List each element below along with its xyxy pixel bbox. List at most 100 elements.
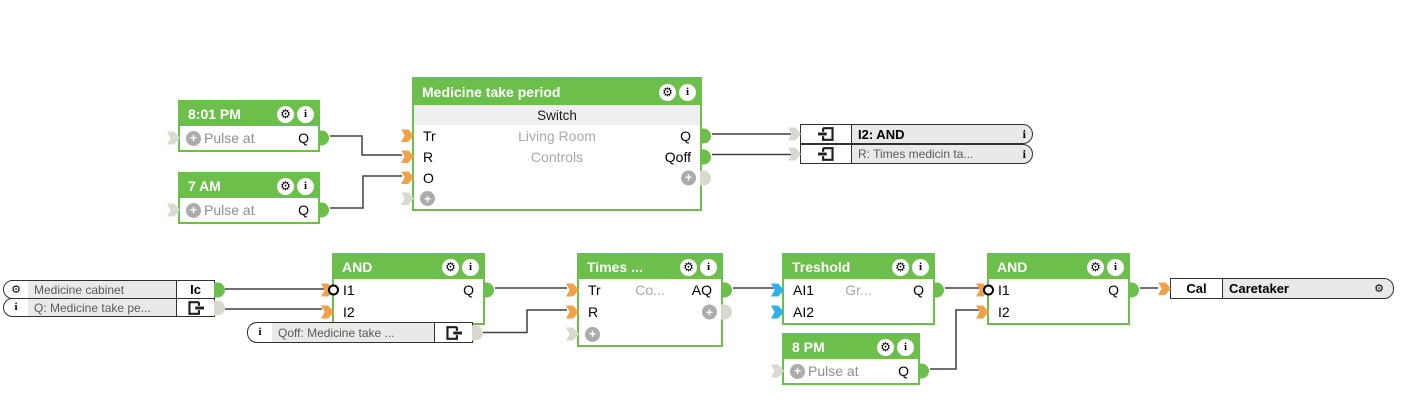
plus-icon[interactable]: + <box>186 202 201 218</box>
output-connector-unused[interactable] <box>700 170 711 185</box>
output-connector[interactable] <box>318 130 329 146</box>
info-icon[interactable]: i <box>297 105 314 123</box>
block-timer-8pm[interactable]: 8 PM ⚙ i + Pulse at Q <box>771 333 929 385</box>
input-connector-o[interactable] <box>401 171 414 184</box>
gear-icon[interactable]: ⚙ <box>1087 258 1104 276</box>
block-header[interactable]: Treshold ⚙ i <box>784 255 933 279</box>
info-icon[interactable]: i <box>462 258 479 276</box>
gear-icon[interactable]: ⚙ <box>277 177 294 195</box>
ref-caretaker[interactable]: Cal Caretaker ⚙ <box>1158 278 1394 299</box>
wire[interactable] <box>330 175 402 209</box>
input-connector[interactable] <box>167 203 180 217</box>
block-times[interactable]: Times ... ⚙ i Tr Co... AQ R + + <box>566 253 732 347</box>
ref-qoff-medicine-take[interactable]: i Qoff: Medicine take ... <box>247 322 483 343</box>
input-connector-r[interactable] <box>566 305 579 319</box>
block-title: 7 AM <box>188 178 221 194</box>
input-connector-ai2[interactable] <box>771 305 784 319</box>
inverted-input-marker[interactable] <box>983 284 994 296</box>
input-connector[interactable] <box>167 131 180 145</box>
wire[interactable] <box>483 309 567 334</box>
output-connector[interactable] <box>214 282 225 297</box>
block-header[interactable]: Times ... ⚙ i <box>579 255 721 279</box>
output-ref-icon <box>176 299 214 316</box>
input-connector-r[interactable] <box>401 150 414 163</box>
input-connector[interactable] <box>788 147 801 161</box>
block-medicine-take-period[interactable]: Medicine take period ⚙ i Switch Tr Livin… <box>401 77 711 211</box>
block-header[interactable]: 7 AM ⚙ i <box>180 174 318 198</box>
info-icon[interactable]: i <box>258 326 262 338</box>
output-ref-icon <box>434 323 472 342</box>
info-icon[interactable]: i <box>1022 126 1026 141</box>
input-connector-unused[interactable] <box>566 327 579 341</box>
input-connector-tr[interactable] <box>566 283 579 297</box>
input-connector[interactable] <box>788 127 801 141</box>
block-treshold[interactable]: Treshold ⚙ i AI1 Gr... Q AI2 <box>771 253 944 325</box>
output-connector[interactable] <box>918 363 929 379</box>
output-connector-q[interactable] <box>1128 282 1139 298</box>
ref-medicine-cabinet[interactable]: ⚙ Medicine cabinet Ic <box>3 280 225 299</box>
input-connector-tr[interactable] <box>401 129 414 142</box>
info-icon[interactable]: i <box>1022 146 1026 161</box>
ref-q-medicine-take[interactable]: i Q: Medicine take pe... <box>3 298 225 317</box>
wire[interactable] <box>930 309 979 370</box>
gear-icon[interactable]: ⚙ <box>680 258 697 276</box>
gear-icon[interactable]: ⚙ <box>442 258 459 276</box>
block-and-right[interactable]: AND ⚙ i I1 Q I2 <box>976 253 1139 325</box>
output-connector-qoff[interactable] <box>700 149 711 164</box>
info-icon[interactable]: i <box>297 177 314 195</box>
ref-r-times[interactable]: R: Times medicin ta... i <box>788 144 1033 164</box>
output-connector[interactable] <box>472 325 483 340</box>
block-header[interactable]: Medicine take period ⚙ i <box>414 79 700 105</box>
input-connector-unused[interactable] <box>401 192 414 205</box>
add-output-icon[interactable]: + <box>702 304 717 320</box>
add-input-icon[interactable]: + <box>420 191 435 206</box>
block-timer-7am[interactable]: 7 AM ⚙ i + Pulse at Q <box>167 172 329 224</box>
gear-icon[interactable]: ⚙ <box>877 338 894 356</box>
info-icon[interactable]: i <box>700 258 717 276</box>
output-connector-q[interactable] <box>933 282 944 298</box>
output-label: Q <box>463 282 474 298</box>
add-output-icon[interactable]: + <box>681 170 696 185</box>
output-label: Q <box>913 282 924 298</box>
block-header[interactable]: AND ⚙ i <box>334 255 483 279</box>
gear-icon[interactable]: ⚙ <box>11 283 21 296</box>
ref-i2-and[interactable]: I2: AND i <box>788 124 1033 144</box>
info-icon[interactable]: i <box>1107 258 1124 276</box>
wire[interactable] <box>330 135 402 156</box>
input-label: I2 <box>998 304 1010 320</box>
output-connector-unused[interactable] <box>721 304 732 320</box>
gear-icon[interactable]: ⚙ <box>277 105 294 123</box>
block-header[interactable]: AND ⚙ i <box>989 255 1128 279</box>
info-icon[interactable]: i <box>897 338 914 356</box>
category-label: Controls <box>530 148 584 165</box>
input-connector[interactable] <box>1158 282 1171 295</box>
plus-icon[interactable]: + <box>186 130 201 146</box>
output-connector-aq[interactable] <box>721 282 732 298</box>
output-connector-q[interactable] <box>700 128 711 143</box>
input-connector-i2[interactable] <box>321 305 334 319</box>
input-connector[interactable] <box>771 364 784 378</box>
output-connector-q[interactable] <box>483 282 494 298</box>
block-header[interactable]: 8:01 PM ⚙ i <box>180 102 318 126</box>
gear-icon[interactable]: ⚙ <box>892 258 909 276</box>
block-and-left[interactable]: AND ⚙ i I1 Q I2 <box>321 253 494 325</box>
input-label: R <box>423 148 434 165</box>
add-input-icon[interactable]: + <box>585 326 600 342</box>
inverted-input-marker[interactable] <box>328 284 339 296</box>
output-connector[interactable] <box>214 300 225 315</box>
info-icon[interactable]: i <box>679 83 696 101</box>
input-connector-ai1[interactable] <box>771 283 784 297</box>
center-label: Co... <box>635 282 665 298</box>
info-icon[interactable]: i <box>912 258 929 276</box>
block-timer-801pm[interactable]: 8:01 PM ⚙ i + Pulse at Q <box>167 100 329 152</box>
block-title: 8 PM <box>792 339 825 355</box>
output-connector[interactable] <box>318 202 329 218</box>
gear-icon[interactable]: ⚙ <box>659 83 676 101</box>
input-connector-i2[interactable] <box>976 305 989 319</box>
info-icon[interactable]: i <box>14 301 18 313</box>
gear-icon[interactable]: ⚙ <box>1374 282 1384 295</box>
input-label: I2 <box>343 304 355 320</box>
plus-icon[interactable]: + <box>790 363 805 379</box>
block-header[interactable]: 8 PM ⚙ i <box>784 335 918 359</box>
